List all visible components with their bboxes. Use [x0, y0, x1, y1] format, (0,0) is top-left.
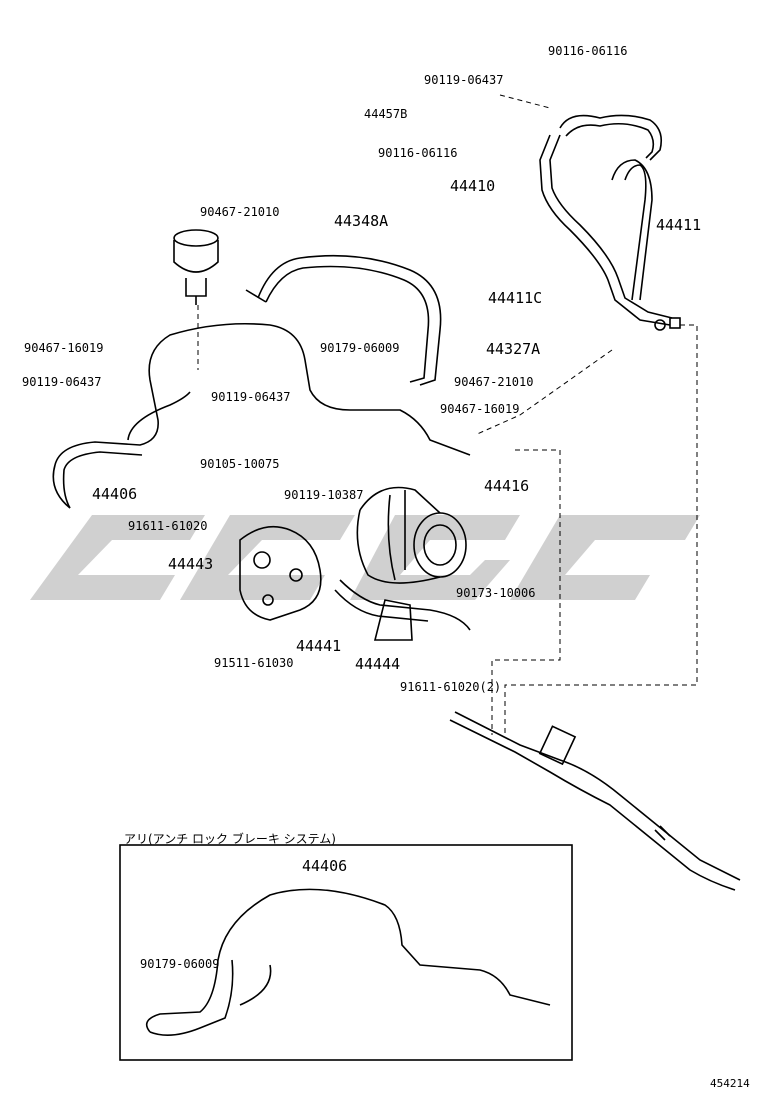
label-44406: 44406: [92, 485, 138, 503]
label-44411c: 44411C: [488, 289, 543, 307]
label-90116-06116-top: 90116-06116: [548, 44, 628, 58]
return-lines: [52, 322, 471, 509]
label-44410: 44410: [450, 177, 496, 195]
bracket-44441: [334, 579, 471, 631]
label-90467-16019-right: 90467-16019: [440, 402, 520, 416]
label-44348a: 44348A: [334, 212, 389, 230]
label-91611-61020: 91611-61020: [128, 519, 208, 533]
inset-hose: [145, 888, 551, 1036]
label-90119-10387: 90119-10387: [284, 488, 364, 502]
steering-rack: [449, 711, 741, 891]
label-44411: 44411: [656, 216, 702, 234]
inset-frame: [119, 844, 573, 1061]
reservoir-tank: [173, 229, 219, 305]
label-90119-06437-left: 90119-06437: [22, 375, 102, 389]
pressure-lines: [539, 114, 681, 331]
label-91511-61030: 91511-61030: [214, 656, 294, 670]
label-44443: 44443: [168, 555, 214, 573]
hose-44348a: [245, 254, 442, 386]
label-90119-06437-top: 90119-06437: [424, 73, 504, 87]
label-90467-16019-left: 90467-16019: [24, 341, 104, 355]
label-44327a: 44327A: [486, 340, 541, 358]
figure-number: 454214: [710, 1077, 750, 1090]
label-90179-06009: 90179-06009: [320, 341, 400, 355]
bracket-44443: [239, 525, 322, 621]
inset-label-90179-06009: 90179-06009: [140, 957, 220, 971]
label-91611-61020-2: 91611-61020(2): [400, 680, 502, 694]
leader-dashes: [197, 94, 698, 735]
label-90467-21010-right: 90467-21010: [454, 375, 534, 389]
label-44444: 44444: [355, 655, 401, 673]
label-90467-21010-left: 90467-21010: [200, 205, 280, 219]
label-90173-10006: 90173-10006: [456, 586, 536, 600]
label-44441: 44441: [296, 637, 342, 655]
inset-label-44406: 44406: [302, 857, 348, 875]
label-90105-10075: 90105-10075: [200, 457, 280, 471]
power-steering-pump: [356, 486, 467, 584]
bracket-44444: [373, 599, 413, 641]
label-90119-06437-center: 90119-06437: [211, 390, 291, 404]
label-44416: 44416: [484, 477, 530, 495]
label-90116-06116-mid: 90116-06116: [378, 146, 458, 160]
inset-heading: アリ(アンチ ロック ブレーキ システム): [124, 832, 336, 846]
label-44457b: 44457B: [364, 107, 408, 121]
watermark-logo: [30, 515, 700, 600]
